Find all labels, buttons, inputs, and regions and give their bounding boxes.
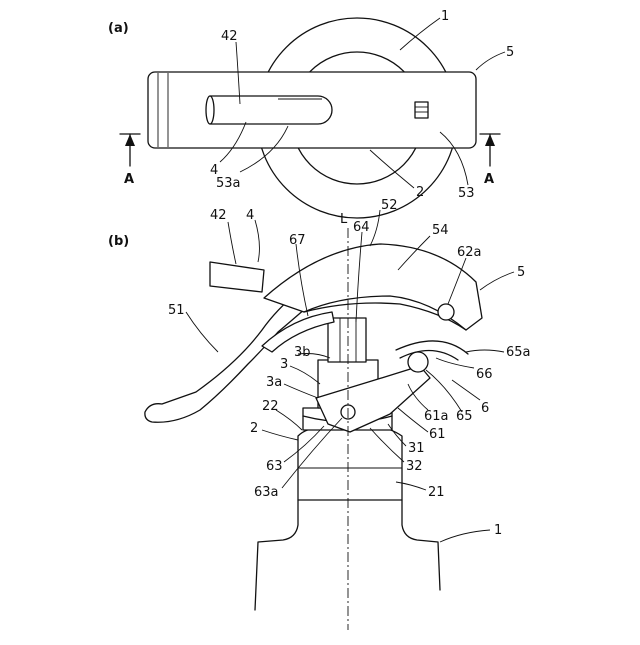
- panel-b: (b) L: [108, 198, 531, 630]
- label-a-42: 42: [221, 29, 238, 44]
- label-a-5: 5: [506, 45, 514, 60]
- axis-label: L: [340, 212, 348, 227]
- label-b-52: 52: [381, 198, 398, 213]
- pivot-62a: [438, 304, 454, 320]
- label-a-1: 1: [441, 9, 449, 24]
- nozzle-42: [210, 262, 264, 292]
- panel-a-label: (a): [108, 21, 129, 36]
- section-mark-right: A: [484, 172, 494, 187]
- nozzle-slot: [210, 96, 332, 124]
- label-b-65: 65: [456, 409, 473, 424]
- leader-b-22: [276, 410, 302, 430]
- label-b-6: 6: [481, 401, 489, 416]
- label-b-66: 66: [476, 367, 493, 382]
- label-b-61: 61: [429, 427, 446, 442]
- label-b-5: 5: [517, 265, 525, 280]
- leader-b-3a: [284, 384, 318, 398]
- section-mark-left: A: [124, 172, 134, 187]
- label-b-62a: 62a: [457, 245, 482, 260]
- label-b-61a: 61a: [424, 409, 449, 424]
- label-b-1: 1: [494, 523, 502, 538]
- leader-b-66: [436, 358, 474, 368]
- leader-b-42: [228, 222, 236, 264]
- spring-66: [396, 341, 468, 354]
- label-a-2: 2: [416, 185, 424, 200]
- cap-21: [298, 428, 402, 500]
- label-a-53a: 53a: [216, 176, 241, 191]
- leader-b-6: [452, 380, 480, 400]
- leader-b-2: [262, 430, 298, 440]
- label-b-67: 67: [289, 233, 306, 248]
- lock-knob: [415, 102, 428, 118]
- panel-b-label: (b): [108, 234, 129, 249]
- section-arrow-left: [120, 134, 140, 166]
- leader-b-5: [480, 272, 514, 290]
- cylinder-upper-3b: [328, 318, 366, 362]
- leader-b-4: [255, 220, 259, 262]
- label-b-42: 42: [210, 208, 227, 223]
- bottle-right-wall: [402, 500, 440, 590]
- label-a-53: 53: [458, 186, 475, 201]
- label-b-22: 22: [262, 399, 279, 414]
- leader-a-1: [400, 18, 440, 50]
- label-b-63: 63: [266, 459, 283, 474]
- label-b-54: 54: [432, 223, 449, 238]
- panel-a: (a) A A: [108, 9, 514, 218]
- nozzle-tip: [206, 96, 214, 124]
- section-arrow-right: [480, 134, 500, 166]
- label-b-32: 32: [406, 459, 423, 474]
- leader-b-51: [186, 312, 218, 352]
- label-b-3: 3: [280, 357, 288, 372]
- bottle-left-wall: [255, 500, 298, 610]
- label-b-31: 31: [408, 441, 425, 456]
- leader-b-65: [426, 370, 462, 412]
- label-b-64: 64: [353, 220, 370, 235]
- leader-b-65a: [466, 350, 504, 352]
- label-b-21: 21: [428, 485, 445, 500]
- label-b-65a: 65a: [506, 345, 531, 360]
- leader-b-1: [440, 530, 490, 542]
- label-b-4: 4: [246, 208, 254, 223]
- label-b-2: 2: [250, 421, 258, 436]
- label-b-51: 51: [168, 303, 185, 318]
- leader-a-5: [476, 52, 505, 70]
- pivot-65: [408, 352, 428, 372]
- label-b-3a: 3a: [266, 375, 282, 390]
- leader-a-2: [370, 150, 414, 188]
- label-b-3b: 3b: [294, 345, 311, 360]
- leader-b-3: [290, 366, 320, 384]
- label-b-63a: 63a: [254, 485, 279, 500]
